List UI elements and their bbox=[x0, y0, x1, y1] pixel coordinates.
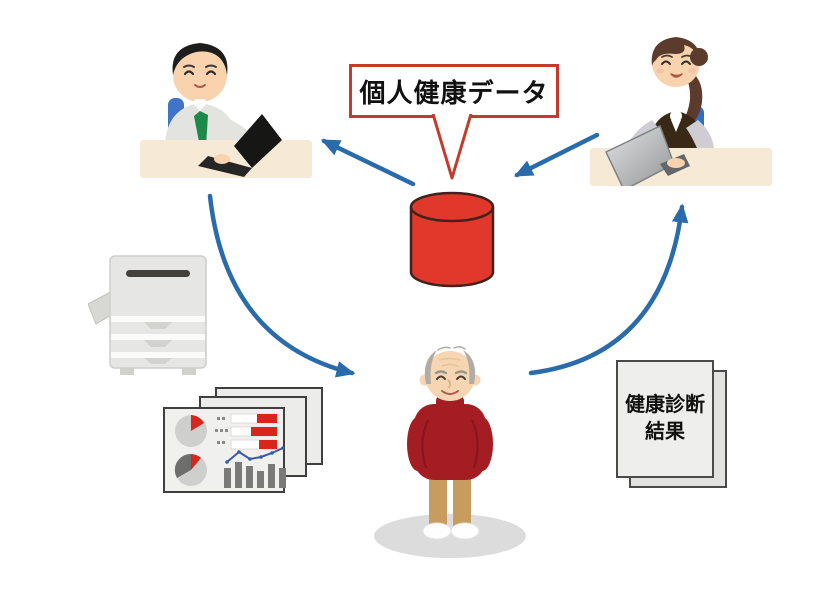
forehead-wrinkles bbox=[439, 357, 461, 367]
report-title-line1: 健康診断 bbox=[625, 394, 705, 416]
ground-shadow bbox=[374, 514, 526, 558]
smiling-eyes bbox=[183, 70, 217, 76]
smiling-eyes bbox=[436, 375, 466, 380]
collar bbox=[192, 99, 208, 111]
head bbox=[425, 351, 475, 401]
blush-left bbox=[656, 68, 664, 74]
line-chart-points bbox=[225, 446, 285, 464]
printer-drawer-gap bbox=[111, 316, 205, 322]
hair bbox=[651, 37, 701, 66]
gray-hair-right bbox=[463, 350, 476, 384]
smiling-mouth bbox=[441, 390, 459, 395]
personal-health-data-callout: 個人健康データ bbox=[349, 64, 559, 118]
arrow-elderly-to-female-worker bbox=[528, 203, 689, 376]
drawer-handle bbox=[144, 322, 172, 329]
eyebrows bbox=[183, 64, 217, 68]
blouse-ruffle bbox=[670, 110, 682, 122]
pie-2-red-slice bbox=[191, 454, 201, 470]
eyebrows bbox=[434, 370, 468, 375]
left-shoe bbox=[422, 522, 452, 540]
left-trouser-leg bbox=[429, 468, 447, 530]
bullet-dots bbox=[215, 417, 228, 444]
gray-hair-left bbox=[424, 350, 437, 384]
drawer-handle bbox=[144, 340, 172, 347]
hands bbox=[667, 158, 685, 168]
hair bbox=[172, 43, 228, 75]
right-trouser-leg bbox=[453, 468, 471, 530]
smiling-eyes bbox=[661, 60, 691, 65]
database-body bbox=[409, 207, 495, 288]
smiling-mouth bbox=[670, 73, 683, 78]
head bbox=[173, 48, 227, 102]
report-front-page: 健康診断 結果 bbox=[616, 360, 714, 478]
bar-chart bbox=[224, 462, 286, 488]
sweater-torso bbox=[414, 404, 486, 480]
arrow-db-to-male-worker bbox=[320, 138, 416, 187]
hand bbox=[214, 154, 230, 164]
callout-tail bbox=[431, 114, 473, 180]
pie-2-gray-slice bbox=[174, 453, 191, 478]
printer-drawer-gap bbox=[111, 334, 205, 340]
mouth bbox=[194, 84, 206, 88]
database-top bbox=[409, 191, 495, 223]
horizontal-bars bbox=[230, 413, 278, 450]
hair-strands bbox=[437, 345, 466, 351]
health-report-document: 健康診断 結果 bbox=[616, 360, 758, 500]
database-cylinder-icon bbox=[409, 191, 495, 288]
arm-creases bbox=[421, 419, 479, 469]
male-office-worker-at-laptop-icon bbox=[140, 43, 312, 178]
callout-label: 個人健康データ bbox=[359, 77, 549, 108]
ponytail bbox=[686, 72, 703, 122]
report-title-line2: 結果 bbox=[645, 421, 685, 443]
line-chart bbox=[226, 447, 284, 463]
report-pages-with-charts-icon bbox=[163, 387, 323, 493]
printer-copier-icon bbox=[88, 255, 207, 375]
blush-right bbox=[688, 68, 696, 74]
arrow-male-worker-to-elderly bbox=[207, 193, 356, 378]
right-sleeve bbox=[686, 120, 714, 155]
pie-1-red-slice bbox=[191, 415, 204, 431]
nose bbox=[447, 379, 452, 388]
blouse-ribbon bbox=[671, 120, 681, 132]
laptop-keyboard bbox=[198, 156, 252, 177]
printer-foot bbox=[120, 366, 134, 375]
right-shoe bbox=[450, 522, 480, 540]
printer-foot bbox=[182, 366, 196, 375]
arrow-female-worker-to-db bbox=[513, 132, 600, 178]
laptop-screen bbox=[234, 114, 282, 168]
eyebrows bbox=[661, 54, 693, 58]
drawer-handle bbox=[144, 358, 172, 364]
printer-scanner-slot bbox=[126, 270, 190, 277]
hair-bun bbox=[690, 48, 708, 66]
elderly-man-standing-icon bbox=[374, 345, 526, 558]
printer-drawer-gap bbox=[111, 352, 205, 358]
necktie bbox=[194, 111, 208, 147]
female-office-worker-at-laptop-icon bbox=[590, 37, 772, 186]
